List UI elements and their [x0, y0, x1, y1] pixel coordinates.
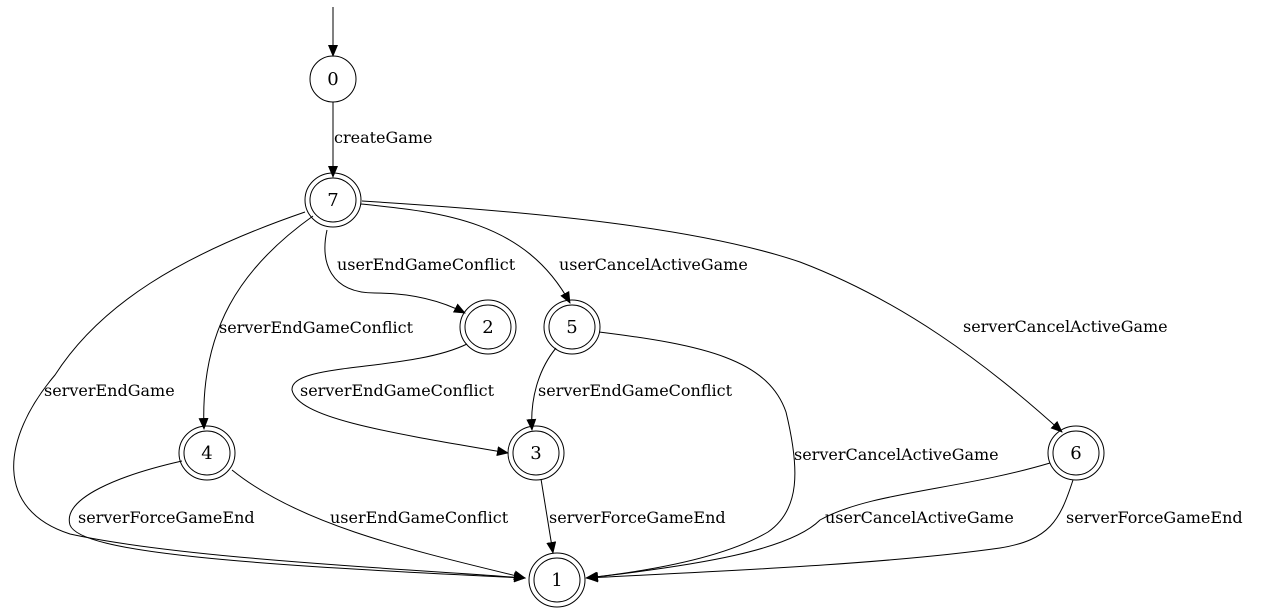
- state-3: 3: [507, 425, 565, 481]
- edge-4-1b: [231, 469, 526, 581]
- state-6: 6: [1047, 425, 1105, 481]
- edge-7-4: [198, 215, 314, 430]
- label-6-1: userCancelActiveGame: [825, 508, 1014, 527]
- label-7-1: serverEndGame: [44, 381, 175, 400]
- label-6-1b: serverForceGameEnd: [1066, 508, 1243, 527]
- label-5-1: serverCancelActiveGame: [794, 445, 999, 464]
- edge-7-1: [13, 211, 526, 583]
- label-0-7: createGame: [334, 128, 432, 147]
- transitions: [13, 102, 1074, 583]
- label-4-1b: userEndGameConflict: [330, 508, 509, 527]
- edge-7-2: [324, 229, 466, 314]
- edge-7-5: [360, 203, 571, 304]
- state-4: 4: [178, 425, 236, 481]
- state-3-label: 3: [530, 443, 541, 464]
- transition-labels: createGame userEndGameConflict userCance…: [44, 128, 1243, 527]
- edge-4-1: [68, 460, 526, 583]
- state-4-label: 4: [201, 443, 212, 464]
- label-4-1: serverForceGameEnd: [78, 508, 255, 527]
- state-0: 0: [309, 55, 357, 103]
- edge-3-1: [540, 478, 557, 554]
- edge-2-3: [291, 343, 509, 457]
- state-2: 2: [459, 299, 517, 355]
- label-2-3: serverEndGameConflict: [300, 381, 495, 400]
- label-3-1: serverForceGameEnd: [549, 508, 726, 527]
- state-2-label: 2: [482, 317, 493, 338]
- label-7-6: serverCancelActiveGame: [963, 317, 1168, 336]
- state-5: 5: [543, 299, 601, 355]
- edge-6-1b: [586, 479, 1074, 583]
- label-7-4: serverEndGameConflict: [219, 318, 414, 337]
- state-0-label: 0: [327, 69, 338, 90]
- edge-5-3: [526, 347, 557, 431]
- edge-5-1: [585, 331, 796, 582]
- edge-6-1: [586, 462, 1051, 582]
- state-5-label: 5: [566, 317, 577, 338]
- edge-7-6: [361, 200, 1063, 433]
- label-7-2: userEndGameConflict: [337, 255, 516, 274]
- state-6-label: 6: [1070, 443, 1081, 464]
- label-5-3: serverEndGameConflict: [538, 381, 733, 400]
- state-1: 1: [528, 552, 586, 608]
- label-7-5: userCancelActiveGame: [559, 255, 748, 274]
- state-7-label: 7: [327, 190, 338, 211]
- state-7: 7: [304, 172, 362, 228]
- state-1-label: 1: [551, 570, 562, 591]
- states: 0 7 2 5 4 3 6: [178, 55, 1105, 608]
